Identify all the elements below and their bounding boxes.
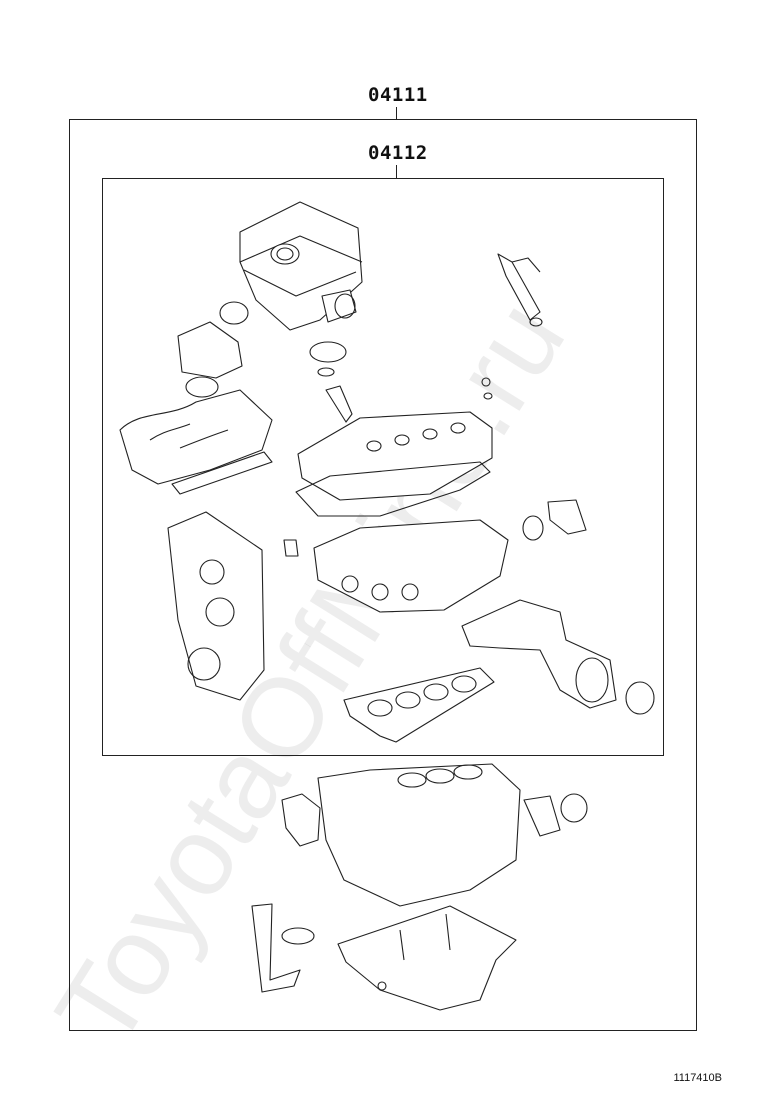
o-ring[interactable] xyxy=(219,301,249,325)
cylinder-head-gasket[interactable] xyxy=(343,667,495,743)
plug-2[interactable] xyxy=(483,392,493,400)
part-number-outer-kit[interactable]: 04111 xyxy=(368,84,428,106)
o-ring-2[interactable] xyxy=(185,376,219,398)
water-outlet[interactable] xyxy=(547,499,587,535)
cylinder-block[interactable] xyxy=(317,763,521,907)
bolt[interactable] xyxy=(283,539,299,557)
intake-manifold[interactable] xyxy=(119,389,273,485)
outer-kit-boundary xyxy=(69,119,697,1031)
throttle-body[interactable] xyxy=(177,321,243,379)
pcv-valve[interactable] xyxy=(325,385,353,423)
timing-chain-cover[interactable] xyxy=(167,511,265,701)
cylinder-head[interactable] xyxy=(313,519,509,613)
cap-gasket[interactable] xyxy=(317,367,335,377)
air-cleaner-housing[interactable] xyxy=(239,201,363,331)
head-cover-gasket[interactable] xyxy=(295,461,491,517)
exhaust-manifold-catalyst[interactable] xyxy=(461,599,617,709)
fuel-injector[interactable] xyxy=(497,253,543,327)
oil-filler-cap[interactable] xyxy=(309,341,347,363)
oil-pan[interactable] xyxy=(337,905,517,1011)
water-pump-gasket[interactable] xyxy=(281,793,321,847)
plug[interactable] xyxy=(481,377,491,387)
inner-kit-boundary xyxy=(102,178,664,756)
rear-seal-retainer[interactable] xyxy=(523,795,561,837)
leader-line-outer xyxy=(396,107,398,119)
exhaust-gasket[interactable] xyxy=(625,681,655,715)
intake-gasket[interactable] xyxy=(171,451,273,495)
cylinder-head-cover[interactable] xyxy=(297,411,493,501)
oil-strainer[interactable] xyxy=(251,903,301,993)
part-number-inner-kit[interactable]: 04112 xyxy=(368,142,428,164)
leader-line-inner xyxy=(396,165,398,178)
outlet-gasket[interactable] xyxy=(522,515,544,541)
rear-oil-seal[interactable] xyxy=(560,793,588,823)
figure-id: 1117410B xyxy=(673,1072,722,1084)
strainer-gasket[interactable] xyxy=(281,927,315,945)
